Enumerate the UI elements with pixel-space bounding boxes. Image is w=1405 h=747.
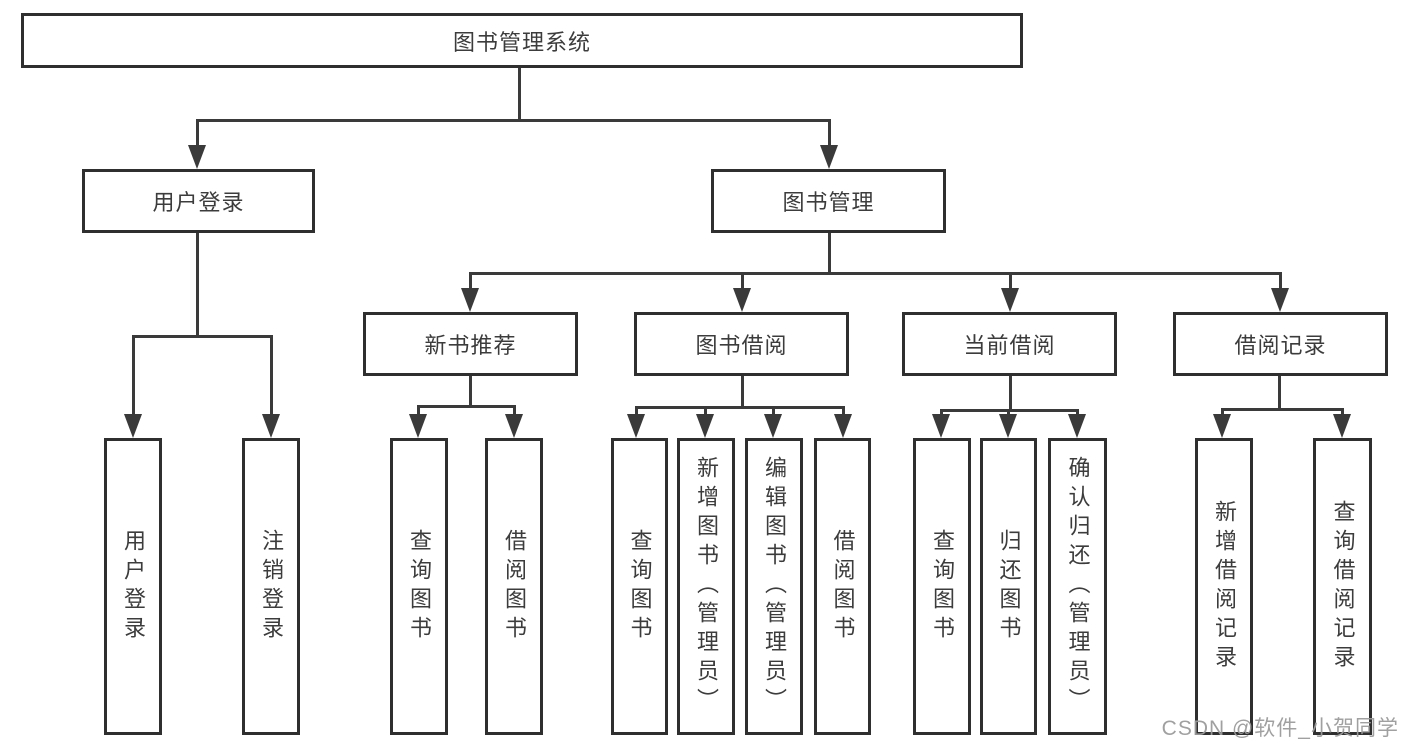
- connector-line: [842, 406, 845, 421]
- arrowhead-down-icon: [932, 414, 950, 438]
- csdn-watermark: CSDN @软件_小贺同学: [1161, 717, 1399, 740]
- connector-line: [741, 376, 744, 408]
- arrowhead-down-icon: [999, 414, 1017, 438]
- leaf-return-book: 归还图书: [980, 438, 1037, 735]
- leaf-borrow-books-1: 借阅图书: [485, 438, 543, 735]
- connector-line: [132, 335, 135, 420]
- leaf-edit-book-admin: 编辑图书（管理员）: [745, 438, 803, 735]
- leaf-logout: 注销登录: [242, 438, 300, 735]
- node-current-borrow: 当前借阅: [902, 312, 1117, 376]
- arrowhead-down-icon: [461, 288, 479, 312]
- connector-line: [469, 376, 472, 407]
- arrowhead-down-icon: [1271, 288, 1289, 312]
- leaf-query-books-3: 查询图书: [913, 438, 971, 735]
- connector-line: [469, 272, 1282, 275]
- connector-line: [196, 119, 199, 149]
- node-user-login: 用户登录: [82, 169, 315, 233]
- node-borrow-record: 借阅记录: [1173, 312, 1388, 376]
- connector-line: [196, 119, 831, 122]
- node-new-book-recommend: 新书推荐: [363, 312, 578, 376]
- node-book-management: 图书管理: [711, 169, 946, 233]
- connector-line: [1009, 376, 1012, 411]
- arrowhead-down-icon: [1213, 414, 1231, 438]
- node-book-borrow: 图书借阅: [634, 312, 849, 376]
- arrowhead-down-icon: [1068, 414, 1086, 438]
- leaf-query-borrow-record: 查询借阅记录: [1313, 438, 1372, 735]
- arrowhead-down-icon: [505, 414, 523, 438]
- leaf-user-login: 用户登录: [104, 438, 162, 735]
- arrowhead-down-icon: [764, 414, 782, 438]
- arrowhead-down-icon: [1001, 288, 1019, 312]
- connector-line: [417, 405, 420, 421]
- connector-line: [772, 406, 775, 421]
- connector-line: [1009, 272, 1012, 294]
- connector-line: [518, 68, 521, 121]
- arrowhead-down-icon: [627, 414, 645, 438]
- connector-line: [132, 335, 273, 338]
- arrowhead-down-icon: [188, 145, 206, 169]
- leaf-confirm-return-admin: 确认归还（管理员）: [1048, 438, 1107, 735]
- connector-line: [1221, 408, 1344, 411]
- connector-line: [469, 272, 472, 294]
- connector-line: [704, 406, 707, 421]
- connector-line: [417, 405, 516, 408]
- leaf-add-book-admin: 新增图书（管理员）: [677, 438, 735, 735]
- arrowhead-down-icon: [696, 414, 714, 438]
- connector-line: [635, 406, 845, 409]
- arrowhead-down-icon: [1333, 414, 1351, 438]
- arrowhead-down-icon: [262, 414, 280, 438]
- leaf-borrow-books-2: 借阅图书: [814, 438, 871, 735]
- arrowhead-down-icon: [820, 145, 838, 169]
- node-root-system: 图书管理系统: [21, 13, 1023, 68]
- connector-line: [513, 405, 516, 421]
- connector-line: [270, 335, 273, 420]
- arrowhead-down-icon: [409, 414, 427, 438]
- connector-line: [1279, 272, 1282, 294]
- leaf-query-books-2: 查询图书: [611, 438, 668, 735]
- arrowhead-down-icon: [124, 414, 142, 438]
- connector-line: [196, 233, 199, 338]
- connector-line: [828, 233, 831, 275]
- arrowhead-down-icon: [733, 288, 751, 312]
- leaf-add-borrow-record: 新增借阅记录: [1195, 438, 1253, 735]
- connector-line: [635, 406, 638, 421]
- connector-line: [1278, 376, 1281, 410]
- leaf-query-books-1: 查询图书: [390, 438, 448, 735]
- connector-line: [741, 272, 744, 294]
- connector-line: [828, 119, 831, 149]
- arrowhead-down-icon: [834, 414, 852, 438]
